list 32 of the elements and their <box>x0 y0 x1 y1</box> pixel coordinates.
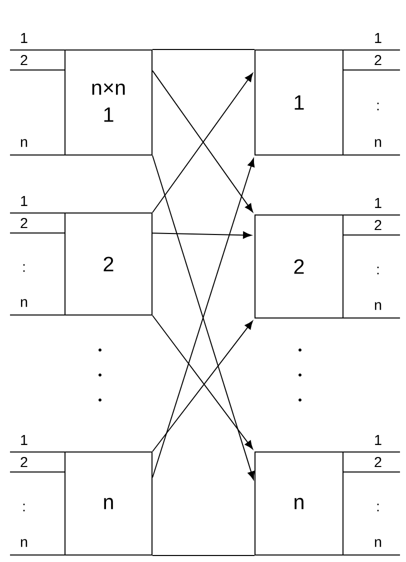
port-label: 1 <box>375 198 382 208</box>
switch-box: 2 <box>254 214 344 318</box>
port-label: 1 <box>375 435 382 445</box>
port-label: : <box>23 504 25 512</box>
port-label: n <box>374 539 382 547</box>
port-label: 1 <box>21 196 28 206</box>
port-label: n <box>20 299 28 307</box>
port-label: : <box>377 102 379 110</box>
port-label: : <box>23 264 25 272</box>
connection-line <box>152 555 255 556</box>
port-label: 2 <box>20 456 28 468</box>
port-label: 1 <box>21 435 28 445</box>
switch-box: n <box>254 452 344 556</box>
port-label: 1 <box>21 33 28 43</box>
switch-box: n×n 1 <box>64 50 152 156</box>
switch-box: 1 <box>254 50 344 156</box>
port-label: 2 <box>374 220 382 230</box>
port-label: 2 <box>374 456 382 468</box>
port-label: n <box>20 539 28 547</box>
port-label: 2 <box>20 54 28 66</box>
port-label: : <box>377 266 379 274</box>
port-label: 2 <box>20 218 28 228</box>
switch-box: n <box>64 452 152 556</box>
port-label: n <box>374 302 382 310</box>
connection-line <box>152 231 252 239</box>
port-label: n <box>20 139 28 147</box>
port-label: : <box>377 504 379 512</box>
port-label: 1 <box>375 33 382 43</box>
port-label: n <box>374 139 382 147</box>
switch-box: 2 <box>64 212 152 316</box>
connection-line <box>152 49 255 50</box>
port-label: 2 <box>374 54 382 66</box>
